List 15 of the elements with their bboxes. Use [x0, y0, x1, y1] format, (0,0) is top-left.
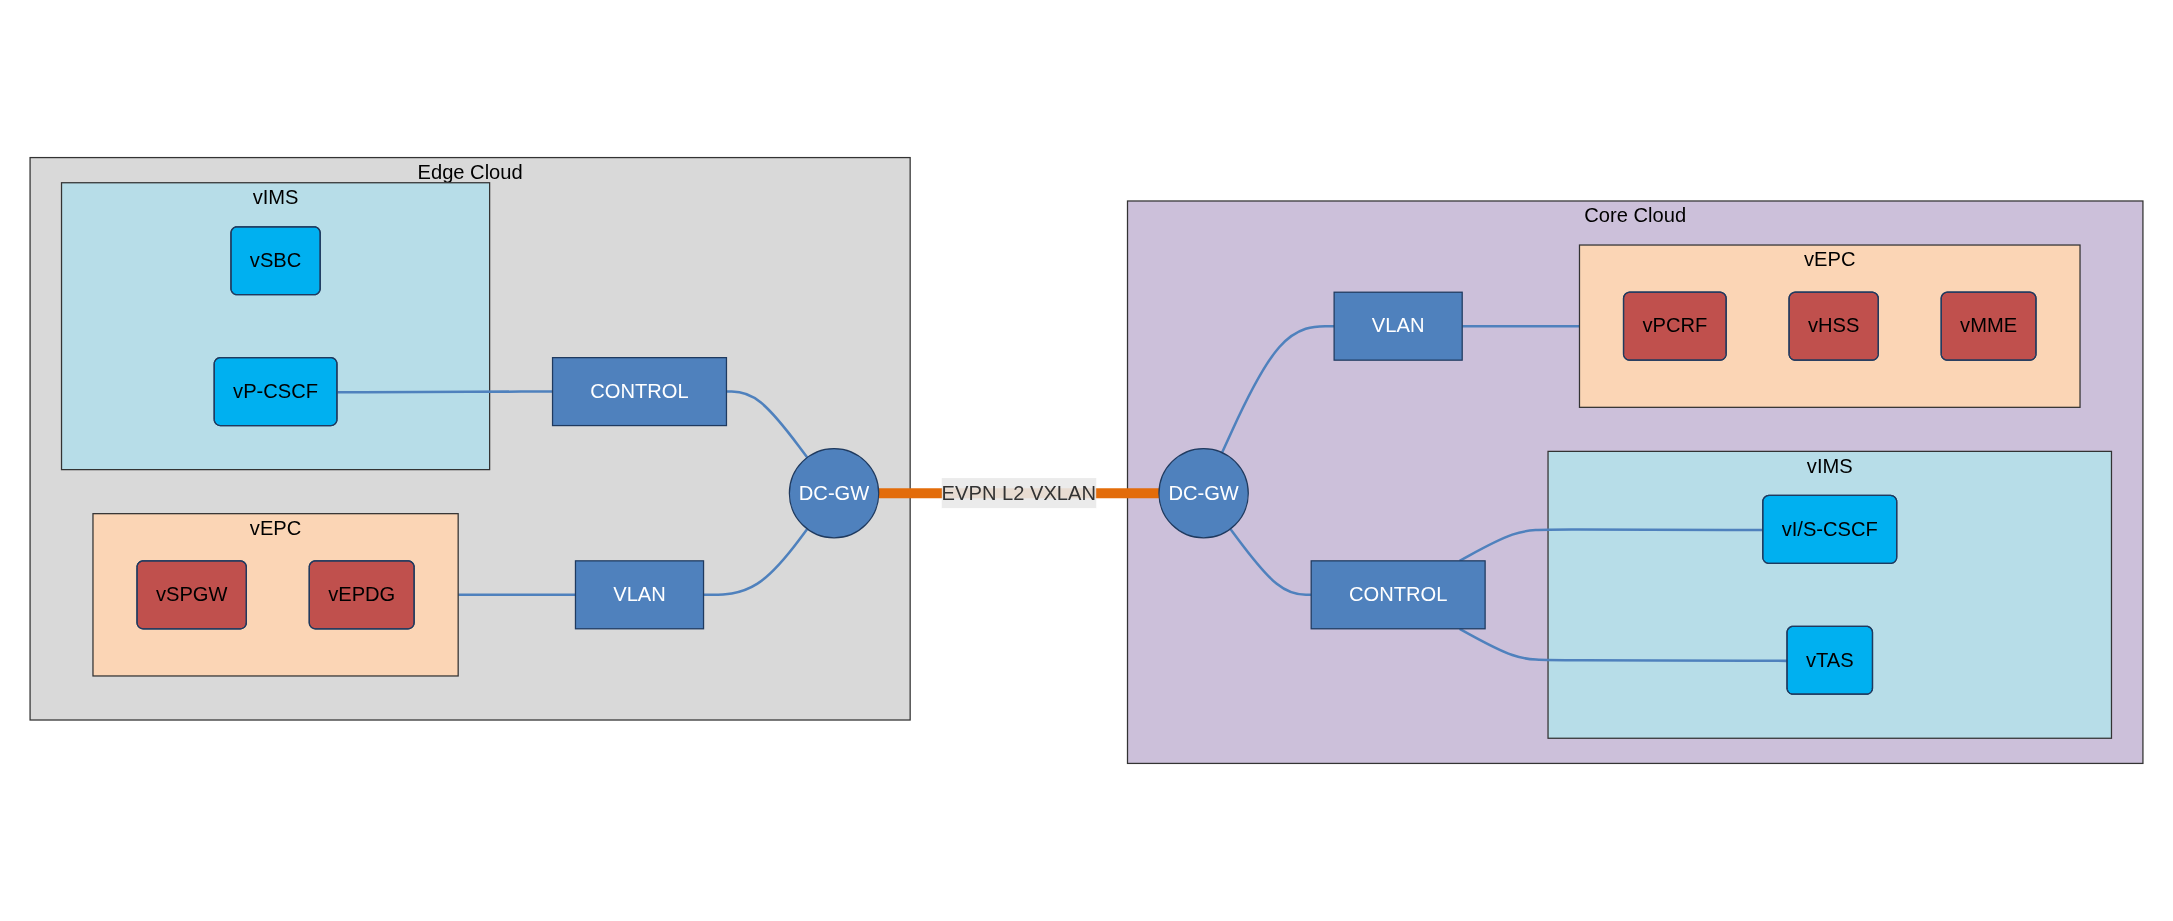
connector — [1229, 528, 1312, 597]
edge-label: EVPN L2 VXLAN — [941, 481, 1097, 504]
node-box: CONTROL — [551, 357, 728, 427]
connector — [703, 528, 809, 597]
node-box: VLAN — [574, 560, 705, 630]
node-circle: DC-GW — [1158, 447, 1249, 539]
connector — [1221, 324, 1335, 454]
connector — [458, 593, 576, 597]
node-box: VLAN — [1333, 291, 1463, 361]
node-box: CONTROL — [1310, 560, 1486, 630]
connector — [1462, 324, 1580, 328]
connector — [337, 390, 553, 394]
node-circle: DC-GW — [788, 447, 880, 539]
connector — [1459, 627, 1788, 663]
connector — [726, 390, 809, 459]
